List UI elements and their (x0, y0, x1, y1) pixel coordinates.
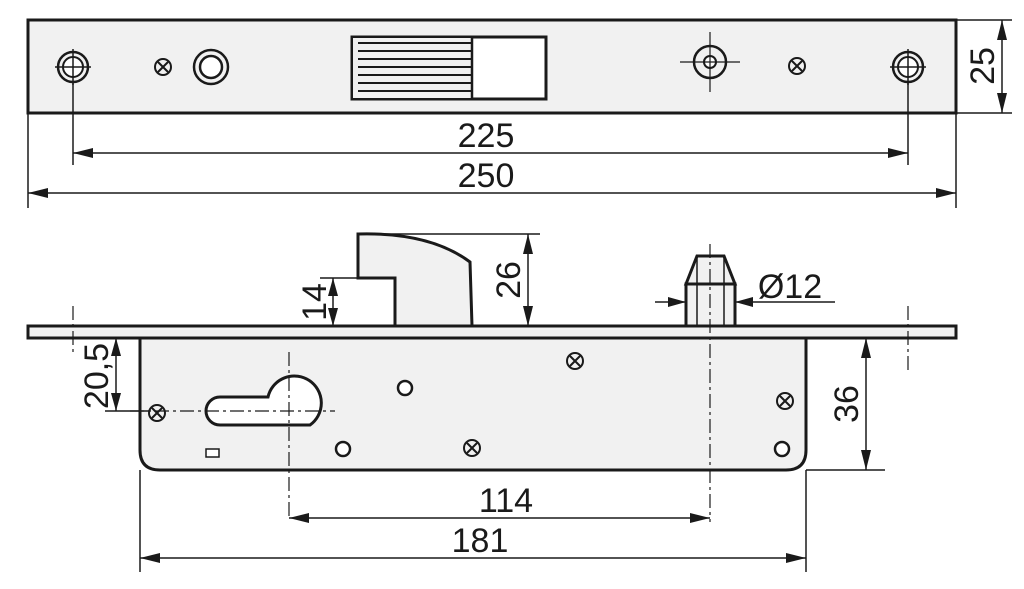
dim-label-26: 26 (490, 261, 528, 299)
dim-label-114: 114 (479, 482, 533, 520)
screw-icon (148, 404, 166, 422)
faceplate-top-view (26, 18, 958, 115)
dimension-bolt-diameter: Ø12 (655, 268, 835, 307)
lock-side-view (26, 232, 958, 522)
small-hole (334, 440, 352, 458)
dimension-cylinder-offset: 20,5 (78, 337, 150, 412)
screw-icon (776, 392, 794, 410)
mounting-hole-right (890, 49, 926, 85)
dimension-faceplate-width: 25 (956, 19, 1012, 114)
dim-label-36: 36 (828, 385, 866, 423)
screw-icon (566, 352, 584, 370)
round-hole (192, 48, 230, 86)
dimension-hole-spacing: 225 (72, 82, 909, 165)
lock-case (138, 336, 808, 472)
latch-opening (350, 35, 548, 101)
dim-label-225: 225 (458, 117, 515, 155)
small-hole (773, 440, 791, 458)
dim-label-25: 25 (964, 47, 1002, 85)
dim-label-250: 250 (458, 157, 515, 195)
dimension-case-length: 181 (139, 470, 807, 572)
screw-icon (788, 57, 806, 75)
small-slot (205, 448, 220, 458)
screw-icon (154, 58, 172, 76)
dimension-backset: 36 (806, 337, 885, 471)
faceplate-side (26, 324, 958, 340)
dimension-latch-step: 14 (296, 277, 360, 326)
small-hole (396, 379, 414, 397)
dimension-faceplate-length: 250 (27, 113, 957, 208)
dim-label-14: 14 (296, 283, 334, 321)
dim-label-20-5: 20,5 (78, 343, 116, 409)
dead-bolt (683, 254, 738, 328)
dim-label-diameter-12: Ø12 (758, 268, 822, 306)
cylinder-hole (204, 374, 323, 427)
screw-icon (463, 439, 481, 457)
dimension-center-distance: 114 (289, 482, 710, 523)
bolt-hole (680, 32, 740, 92)
dim-label-181: 181 (452, 522, 509, 560)
latch-bolt (356, 232, 474, 328)
dimension-latch-height: 26 (360, 233, 540, 326)
mounting-hole-left (55, 49, 91, 85)
